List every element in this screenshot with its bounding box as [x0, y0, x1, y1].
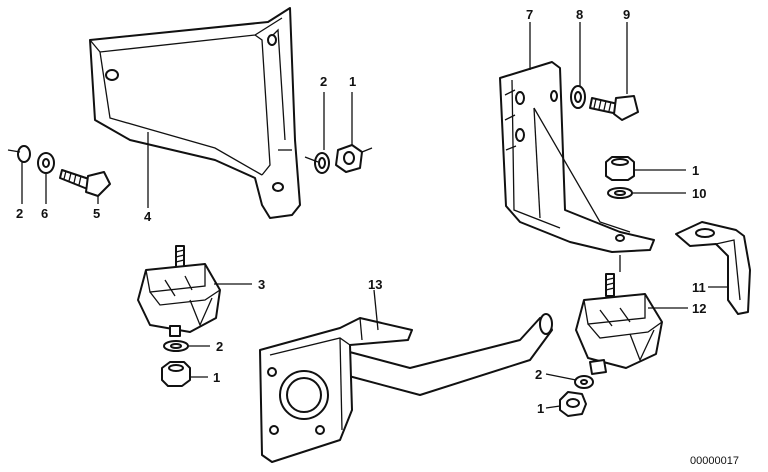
callout-3: 3: [258, 277, 265, 292]
callout-5: 5: [93, 206, 100, 221]
bracket-part-7: [499, 61, 655, 253]
nut-part-1-top: [335, 144, 363, 173]
callout-1-bottom: 1: [537, 401, 544, 416]
callout-7: 7: [526, 7, 533, 22]
strap-clip-part-11: [675, 221, 751, 315]
nut-part-1-right: [605, 156, 635, 181]
nut-part-1-mid: [161, 361, 191, 387]
callout-10: 10: [692, 186, 706, 201]
callout-4: 4: [144, 209, 152, 224]
callout-1-right: 1: [692, 163, 699, 178]
callout-2-mid: 2: [216, 339, 223, 354]
reference-number: 00000017: [690, 455, 739, 467]
bolt-part-5: [59, 169, 111, 197]
callout-2-bottom: 2: [535, 367, 542, 382]
washer-part-10: [607, 187, 633, 199]
exhaust-bracket-part-13: [259, 313, 553, 463]
engine-mount-part-12: [575, 273, 663, 375]
callout-13: 13: [368, 277, 382, 292]
washer-part-2-mid: [163, 340, 189, 352]
callout-2-left: 2: [16, 206, 23, 221]
callout-6: 6: [41, 206, 48, 221]
bracket-part-4: [89, 7, 301, 219]
washer-part-6: [37, 152, 55, 174]
washer-part-2-top: [314, 152, 330, 174]
callout-2-top: 2: [320, 74, 327, 89]
bolt-part-9: [589, 95, 639, 121]
callout-9: 9: [623, 7, 630, 22]
washer-part-8: [570, 85, 586, 109]
callout-12: 12: [692, 301, 706, 316]
callout-1-mid: 1: [213, 370, 220, 385]
washer-part-2-left: [17, 145, 31, 163]
nut-part-1-bottom: [559, 391, 587, 417]
engine-mount-part-3: [137, 245, 221, 337]
callout-1-top: 1: [349, 74, 356, 89]
callout-8: 8: [576, 7, 583, 22]
washer-part-2-bottom: [574, 375, 594, 389]
callout-11: 11: [692, 280, 706, 295]
